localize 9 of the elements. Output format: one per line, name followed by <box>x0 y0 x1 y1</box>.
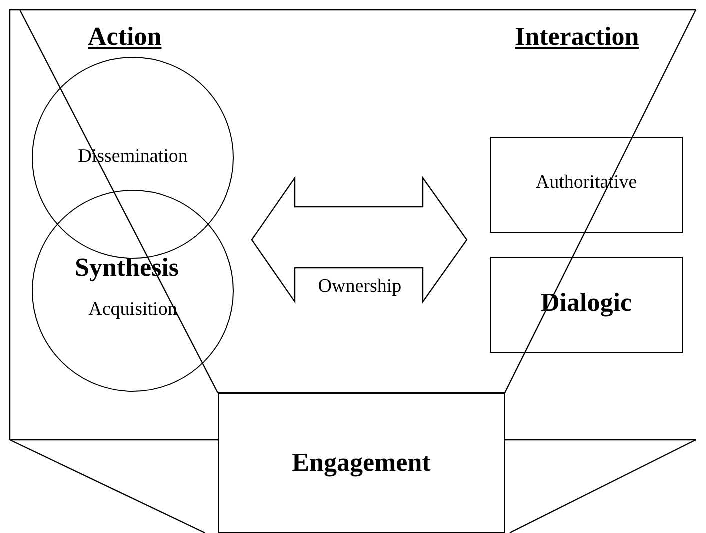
circle <box>32 190 234 392</box>
heading: Action <box>88 22 162 52</box>
text-box <box>218 393 505 533</box>
circle <box>32 57 234 259</box>
text-box <box>490 257 683 353</box>
node-text: Engagement <box>291 448 432 478</box>
text-box <box>490 137 683 233</box>
node-text: Ownership <box>317 276 403 298</box>
heading: Interaction <box>515 22 640 52</box>
